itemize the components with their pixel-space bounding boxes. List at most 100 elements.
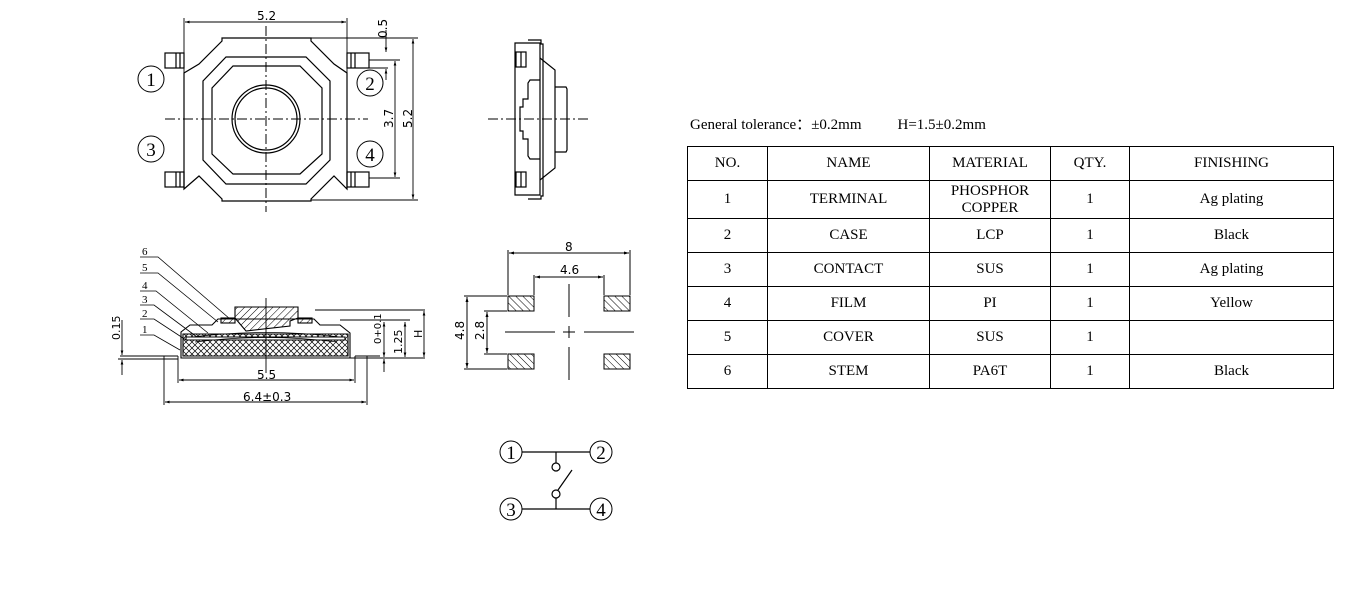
tolerance-note: General tolerance：±0.2mm H=1.5±0.2mm bbox=[690, 113, 986, 134]
pad-3 bbox=[507, 353, 535, 370]
cell-finishing: Black bbox=[1129, 354, 1334, 389]
table-row: 5 COVER SUS 1 bbox=[687, 320, 1334, 355]
cell-name: FILM bbox=[767, 286, 930, 321]
leader-1 bbox=[140, 334, 181, 351]
dim-right-height: 5.2 bbox=[401, 109, 415, 128]
cell-qty: 1 bbox=[1050, 218, 1130, 253]
cell-name: STEM bbox=[767, 354, 930, 389]
cell-finishing: Ag plating bbox=[1129, 180, 1334, 219]
cell-material: LCP bbox=[929, 218, 1051, 253]
header-material: MATERIAL bbox=[929, 146, 1051, 181]
cell-name: CONTACT bbox=[767, 252, 930, 287]
svg-text:1: 1 bbox=[506, 443, 516, 464]
pad-4 bbox=[603, 353, 631, 370]
leader-3 bbox=[140, 304, 198, 338]
table-row: 3 CONTACT SUS 1 Ag plating bbox=[687, 252, 1334, 287]
header-no: NO. bbox=[687, 146, 768, 181]
table-row: 2 CASE LCP 1 Black bbox=[687, 218, 1334, 253]
cell-name: CASE bbox=[767, 218, 930, 253]
general-tolerance-value: ±0.2mm bbox=[811, 117, 862, 133]
cell-no: 4 bbox=[687, 286, 768, 321]
table-row: 4 FILM PI 1 Yellow bbox=[687, 286, 1334, 321]
cell-no: 2 bbox=[687, 218, 768, 253]
cell-finishing: Yellow bbox=[1129, 286, 1334, 321]
dim-outer-width: 6.4±0.3 bbox=[243, 390, 291, 404]
cell-no: 5 bbox=[687, 320, 768, 355]
switch-body-outline bbox=[183, 37, 348, 202]
svg-text:3: 3 bbox=[146, 140, 156, 161]
case-octagon-outer bbox=[202, 56, 331, 185]
dim-top-width: 5.2 bbox=[257, 9, 276, 23]
dim-footprint-width: 8 bbox=[565, 240, 573, 254]
cell-material: PI bbox=[929, 286, 1051, 321]
header-finishing: FINISHING bbox=[1129, 146, 1334, 181]
leader-6 bbox=[140, 256, 231, 320]
table-row: 6 STEM PA6T 1 Black bbox=[687, 354, 1334, 389]
pin-label-1: 1 bbox=[137, 65, 165, 93]
schematic-pin-1: 1 bbox=[499, 440, 523, 464]
svg-text:2: 2 bbox=[365, 74, 375, 95]
cell-no: 1 bbox=[687, 180, 768, 219]
header-qty: QTY. bbox=[1050, 146, 1130, 181]
cell-material: SUS bbox=[929, 252, 1051, 287]
svg-text:3: 3 bbox=[506, 500, 516, 521]
pad-1 bbox=[507, 295, 535, 312]
callout-6: 6 bbox=[142, 246, 148, 258]
schematic-pin-4: 4 bbox=[589, 497, 613, 521]
cell-qty: 1 bbox=[1050, 286, 1130, 321]
cell-qty: 1 bbox=[1050, 180, 1130, 219]
switch-body-outline bbox=[184, 38, 330, 67]
header-name: NAME bbox=[767, 146, 930, 181]
callout-2: 2 bbox=[142, 308, 148, 320]
top-view bbox=[164, 18, 418, 212]
terminal-1 bbox=[164, 52, 185, 69]
callout-3: 3 bbox=[142, 294, 148, 306]
dim-offset: 0.5 bbox=[376, 19, 390, 38]
terminal-3 bbox=[164, 171, 185, 188]
bom-header-row: NO. NAME MATERIAL QTY. FINISHING bbox=[687, 146, 1334, 181]
material-line-1: PHOSPHOR bbox=[950, 182, 1030, 199]
cell-qty: 1 bbox=[1050, 354, 1130, 389]
dim-inner-width: 5.5 bbox=[257, 368, 276, 382]
pin-label-2: 2 bbox=[356, 69, 384, 97]
cell-qty: 1 bbox=[1050, 252, 1130, 287]
dim-body-height: 1.25 bbox=[392, 330, 405, 355]
height-spec: H=1.5±0.2mm bbox=[897, 117, 986, 133]
svg-text:2: 2 bbox=[596, 443, 606, 464]
bill-of-materials: NO. NAME MATERIAL QTY. FINISHING 1 TERMI… bbox=[687, 146, 1334, 389]
dim-footprint-pitch: 4.6 bbox=[560, 263, 579, 277]
leader-4 bbox=[140, 290, 209, 334]
cell-no: 6 bbox=[687, 354, 768, 389]
cell-qty: 1 bbox=[1050, 320, 1130, 355]
cell-material: PA6T bbox=[929, 354, 1051, 389]
svg-text:1: 1 bbox=[146, 70, 156, 91]
dim-footprint-height: 4.8 bbox=[453, 321, 467, 340]
stem-section bbox=[234, 306, 299, 332]
cell-name: COVER bbox=[767, 320, 930, 355]
cell-no: 3 bbox=[687, 252, 768, 287]
terminal-2 bbox=[346, 52, 370, 69]
leader-5 bbox=[140, 272, 219, 323]
cell-finishing bbox=[1129, 320, 1334, 355]
general-tolerance-label: General tolerance： bbox=[690, 117, 812, 133]
material-line-2: COPPER bbox=[961, 199, 1019, 216]
dim-total-height: H bbox=[412, 330, 425, 338]
pcb-footprint bbox=[464, 250, 634, 380]
dim-pin-pitch: 3.7 bbox=[382, 109, 396, 128]
cover-section bbox=[180, 318, 351, 359]
terminal-4 bbox=[346, 171, 370, 188]
callout-4: 4 bbox=[142, 280, 148, 292]
side-view bbox=[488, 39, 590, 200]
pad-2 bbox=[603, 295, 631, 312]
svg-text:4: 4 bbox=[365, 145, 375, 166]
schematic-pin-3: 3 bbox=[499, 497, 523, 521]
circuit-schematic bbox=[522, 451, 590, 510]
cell-material: SUS bbox=[929, 320, 1051, 355]
pin-label-3: 3 bbox=[137, 135, 165, 163]
dim-stroke: 0+0.1 bbox=[373, 313, 384, 344]
schematic-pin-2: 2 bbox=[589, 440, 613, 464]
callout-1: 1 bbox=[142, 324, 148, 336]
